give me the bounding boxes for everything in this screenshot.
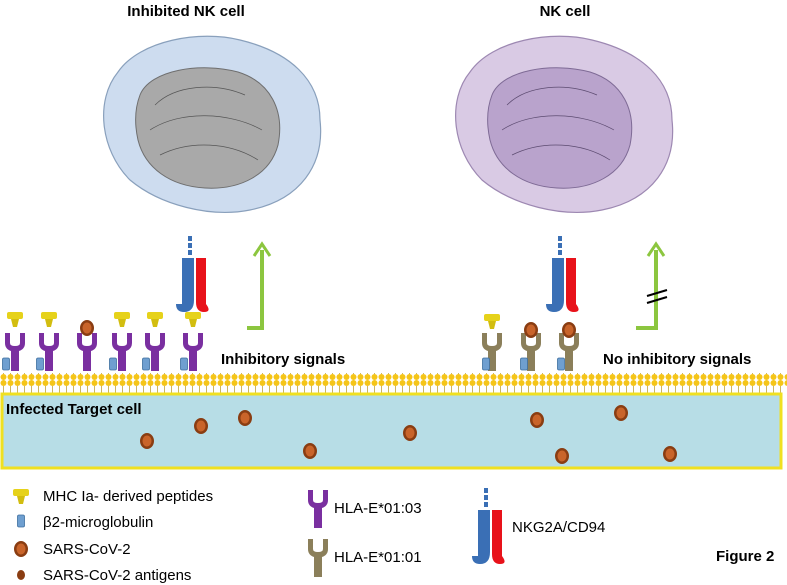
legend-antigens-label: SARS-CoV-2 antigens: [43, 567, 191, 584]
legend: MHC Ia- derived peptides β2-microglobuli…: [13, 488, 605, 584]
sars-cov-2-antigen: [80, 320, 94, 336]
b2m: [2, 357, 10, 371]
legend-hla-0101-label: HLA-E*01:01: [334, 549, 422, 566]
inhibited-nk-cell: [103, 35, 322, 213]
cell-membrane: [0, 373, 787, 393]
b2m: [482, 357, 490, 371]
infected-target-cell: [0, 392, 783, 470]
b2m: [142, 357, 150, 371]
hla-e-0103: [77, 333, 97, 371]
virus-particle: [238, 410, 252, 426]
legend-nkg2a-label: NKG2A/CD94: [512, 519, 605, 536]
virus-particle: [614, 405, 628, 421]
legend-nkg2a-icon: [472, 488, 505, 564]
signal-block-mark: [646, 289, 668, 304]
b2m: [109, 357, 117, 371]
b2m: [36, 357, 44, 371]
legend-b2m-icon: [17, 514, 25, 528]
virus-particle: [555, 448, 569, 464]
inhibitory-signals-label: Inhibitory signals: [221, 351, 345, 368]
nkg2a-cd94-receptor-right: [546, 236, 579, 312]
legend-hla-0101-icon: [308, 539, 328, 577]
sars-cov-2-antigen: [562, 322, 576, 338]
hla-e-0101-complexes: [482, 314, 579, 371]
inhibitory-signal-arrow: [247, 241, 272, 330]
nk-cell: [455, 35, 674, 213]
mhc-peptide: [185, 312, 201, 327]
target-cell-label: Infected Target cell: [6, 401, 142, 418]
legend-mhc-label: MHC Ia- derived peptides: [43, 488, 213, 505]
b2m: [557, 357, 565, 371]
legend-antigen-icon: [17, 570, 25, 580]
legend-b2m-label: β2-microglobulin: [43, 514, 153, 531]
nkg2a-cd94-receptor-left: [176, 236, 209, 312]
virus-particle: [194, 418, 208, 434]
no-inhibitory-signals-label: No inhibitory signals: [603, 351, 751, 368]
legend-hla-0103-label: HLA-E*01:03: [334, 500, 422, 517]
legend-mhc-icon: [13, 489, 29, 504]
legend-hla-0103-icon: [308, 490, 328, 528]
title-nk-cell: NK cell: [540, 3, 591, 20]
b2m: [180, 357, 188, 371]
mhc-peptide: [41, 312, 57, 327]
virus-particle: [140, 433, 154, 449]
virus-particle: [530, 412, 544, 428]
b2m: [520, 357, 528, 371]
legend-sars-label: SARS-CoV-2: [43, 541, 131, 558]
hla-e-0103-complexes: [2, 312, 203, 371]
blocked-signal-arrow: [636, 241, 666, 330]
sars-cov-2-antigen: [524, 322, 538, 338]
title-inhibited-nk-cell: Inhibited NK cell: [127, 3, 245, 20]
legend-sars-icon: [14, 541, 28, 557]
virus-particle: [403, 425, 417, 441]
mhc-peptide: [147, 312, 163, 327]
mhc-peptide: [7, 312, 23, 327]
mhc-peptide: [484, 314, 500, 329]
mhc-peptide: [114, 312, 130, 327]
virus-particle: [663, 446, 677, 462]
figure-label: Figure 2: [716, 548, 774, 565]
virus-particle: [303, 443, 317, 459]
